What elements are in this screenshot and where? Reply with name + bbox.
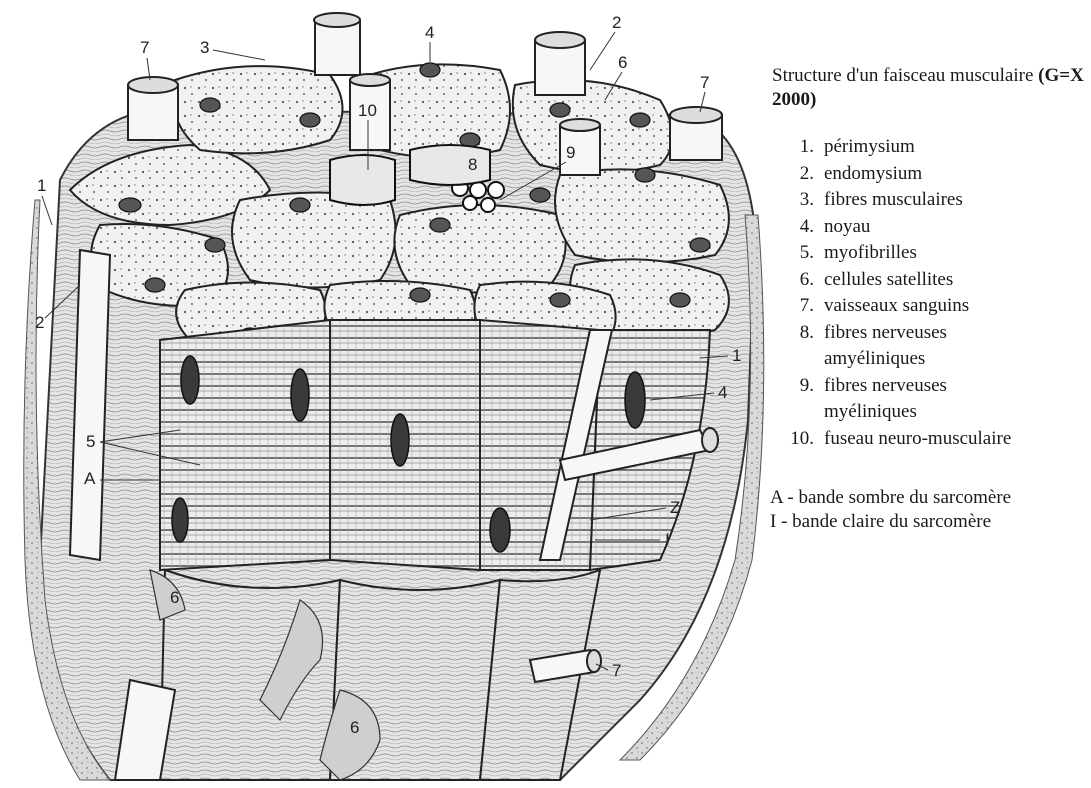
leader-line <box>42 196 52 225</box>
callout-8: 8 <box>468 155 477 174</box>
leader-line <box>590 32 615 70</box>
band-I-definition: I - bande claire du sarcomère <box>770 510 1088 534</box>
legend-item: 5.myofibrilles <box>770 240 1088 267</box>
callout-4: 4 <box>718 383 727 402</box>
legend-item: 9.fibres nerveuses myéliniques <box>770 373 1088 426</box>
callout-10: 10 <box>358 101 377 120</box>
legend-item: 2.endomysium <box>770 161 1088 188</box>
callout-7: 7 <box>700 73 709 92</box>
callout-6: 6 <box>170 588 179 607</box>
band-definitions: A - bande sombre du sarcomère I - bande … <box>770 486 1088 534</box>
callout-6: 6 <box>618 53 627 72</box>
legend-item: 7.vaisseaux sanguins <box>770 293 1088 320</box>
legend: Structure d'un faisceau musculaire (G=X … <box>770 64 1088 534</box>
legend-item: 6.cellules satellites <box>770 267 1088 294</box>
callout-A: A <box>84 469 96 488</box>
legend-item: 1.périmysium <box>770 134 1088 161</box>
leader-line <box>213 50 265 60</box>
callout-1: 1 <box>732 346 741 365</box>
callout-7: 7 <box>612 661 621 680</box>
callout-I: I <box>665 530 670 549</box>
band-A-definition: A - bande sombre du sarcomère <box>770 486 1088 510</box>
callout-2: 2 <box>612 13 621 32</box>
callout-6: 6 <box>350 718 359 737</box>
legend-item: 8.fibres nerveuses amyéliniques <box>770 320 1088 373</box>
legend-title-text: Structure d'un faisceau musculaire <box>772 65 1033 86</box>
callout-3: 3 <box>200 38 209 57</box>
legend-title: Structure d'un faisceau musculaire (G=X … <box>772 64 1088 112</box>
callout-Z: Z <box>670 498 680 517</box>
legend-item: 10.fuseau neuro-musculaire <box>770 426 1088 453</box>
callout-7: 7 <box>140 38 149 57</box>
callout-4: 4 <box>425 23 434 42</box>
legend-item: 3.fibres musculaires <box>770 187 1088 214</box>
callout-5: 5 <box>86 432 95 451</box>
callout-1: 1 <box>37 176 46 195</box>
callout-9: 9 <box>566 143 575 162</box>
callout-2: 2 <box>35 313 44 332</box>
legend-item: 4.noyau <box>770 214 1088 241</box>
legend-list: 1.périmysium 2.endomysium 3.fibres muscu… <box>770 134 1088 452</box>
